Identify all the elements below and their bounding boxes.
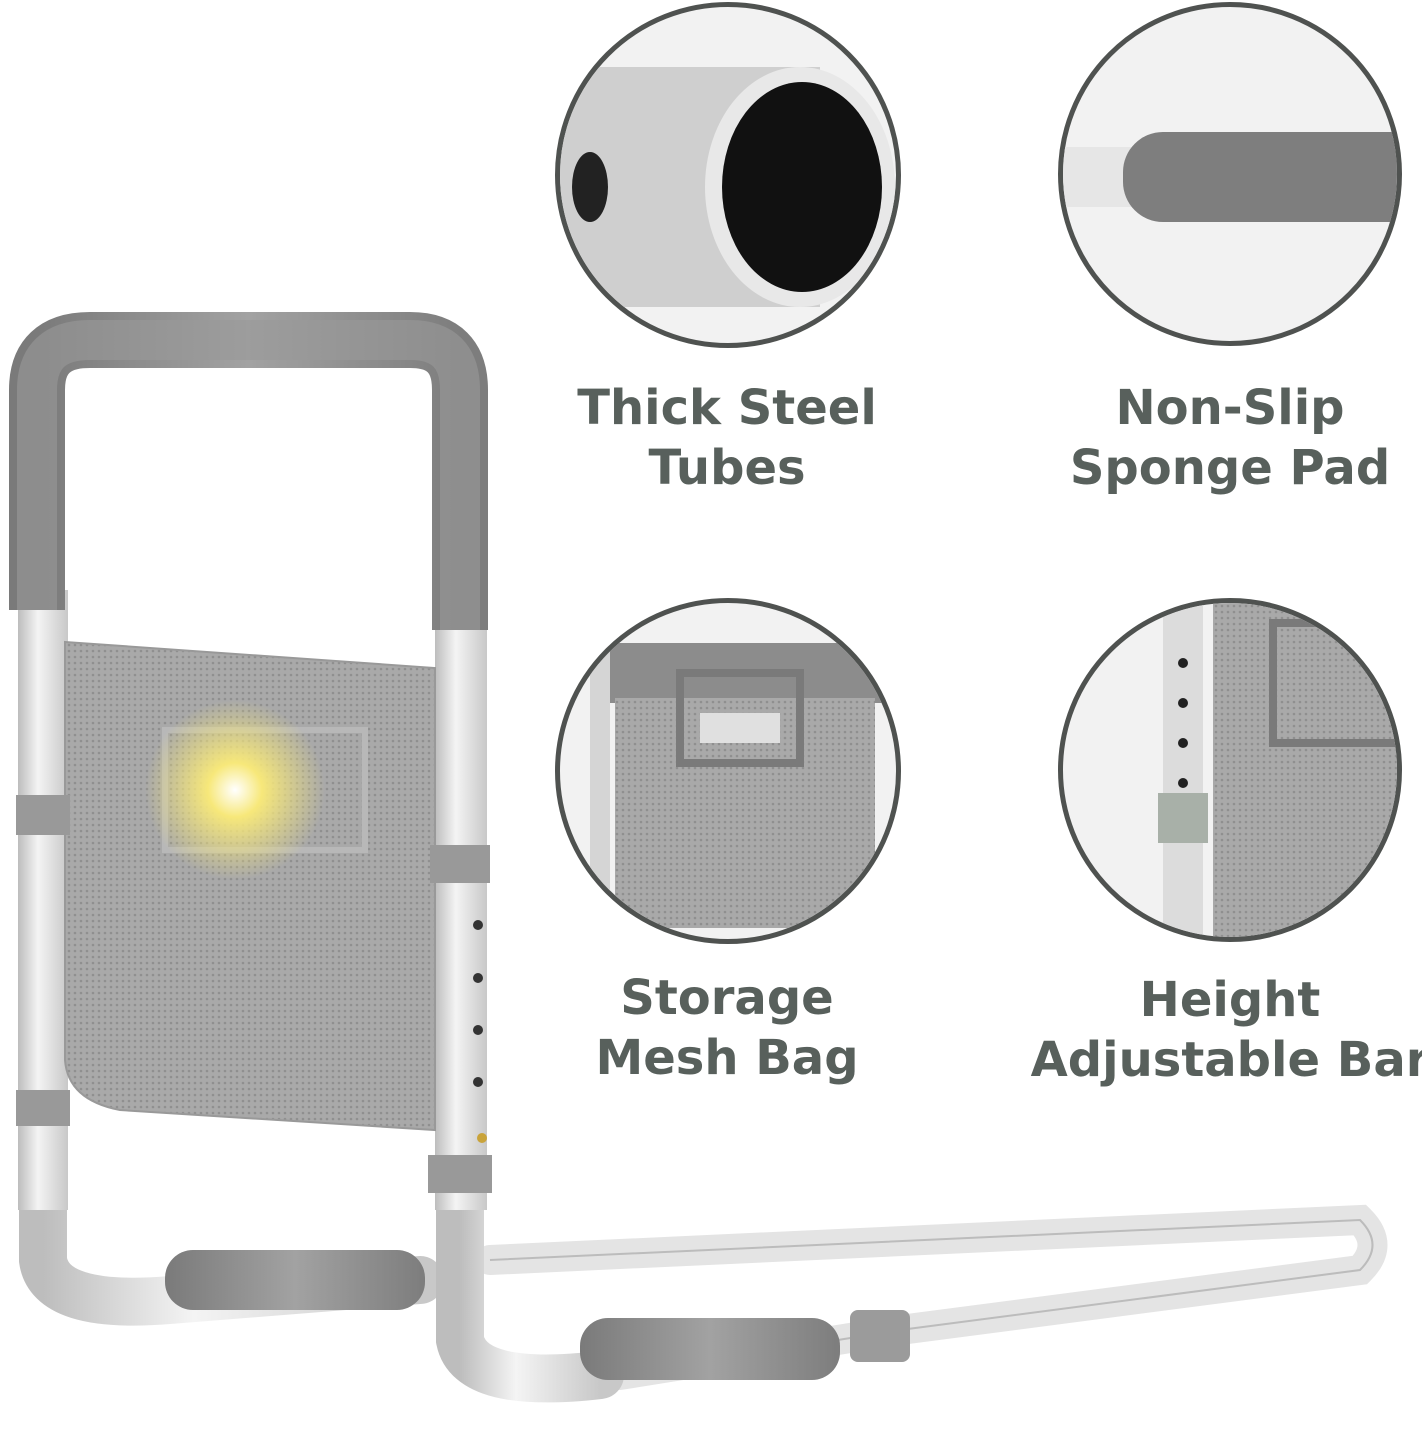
light-glow — [145, 700, 325, 880]
mesh-bag-icon — [590, 643, 890, 939]
label-line: Adjustable Bar — [1030, 1032, 1422, 1088]
feature-label-mesh-bag: Storage Mesh Bag — [467, 968, 987, 1088]
feature-image-adjustable-bar — [1058, 598, 1402, 942]
sponge-pad-icon — [1063, 132, 1397, 222]
feature-label-steel-tube: Thick Steel Tubes — [467, 378, 987, 498]
feature-label-adjustable-bar: Height Adjustable Bar — [970, 970, 1422, 1090]
label-line: Mesh Bag — [595, 1030, 859, 1086]
label-line: Thick Steel — [577, 380, 877, 436]
foam-grip — [580, 1318, 840, 1380]
label-line: Tubes — [648, 440, 806, 496]
foam-grip — [165, 1250, 425, 1310]
label-line: Non-Slip — [1115, 380, 1345, 436]
label-line: Height — [1139, 972, 1321, 1028]
feature-image-steel-tube — [555, 2, 901, 348]
feature-label-sponge-pad: Non-Slip Sponge Pad — [970, 378, 1422, 498]
steel-tube-icon — [560, 67, 895, 307]
label-line: Storage — [620, 970, 834, 1026]
top-handle — [9, 312, 488, 630]
adjustable-bar-icon — [1158, 603, 1397, 937]
feature-image-mesh-bag — [555, 598, 901, 944]
label-line: Sponge Pad — [1069, 440, 1391, 496]
feature-image-sponge-pad — [1058, 2, 1402, 346]
